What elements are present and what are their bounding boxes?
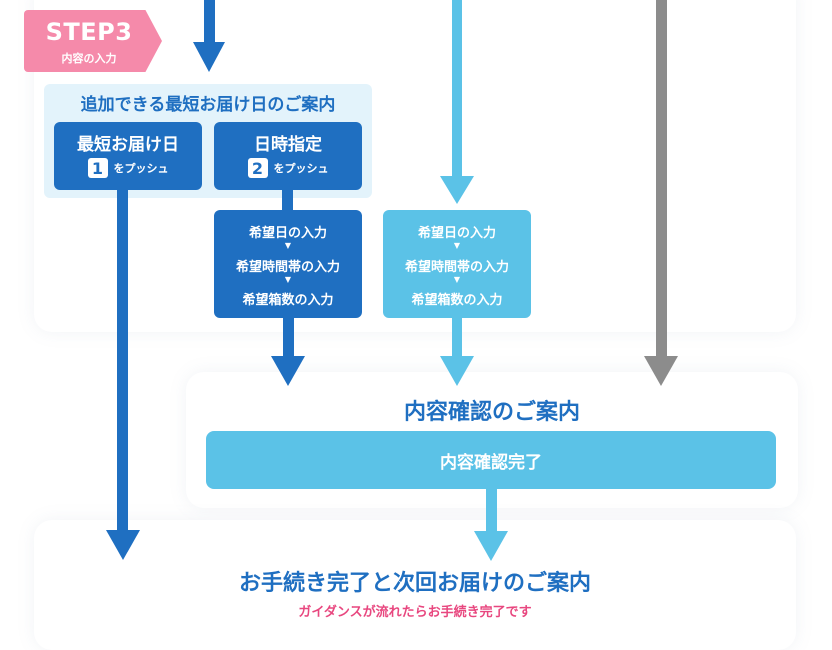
- confirm-bar: 内容確認完了: [206, 431, 776, 489]
- flow-light-sep1: ▼: [453, 241, 461, 250]
- final-panel: [34, 520, 796, 650]
- option-shortest-delivery: 最短お届け日 1 をプッシュ: [54, 122, 202, 190]
- flow-dark-line2: 希望時間帯の入力: [235, 260, 340, 275]
- flow-dark-sep1: ▼: [284, 241, 292, 250]
- step-sublabel: 内容の入力: [61, 52, 117, 65]
- flow-dark-line1: 希望日の入力: [248, 226, 327, 241]
- arrow-light-flow-head: [440, 356, 474, 386]
- flow-box-dark: 希望日の入力 ▼ 希望時間帯の入力 ▼ 希望箱数の入力: [214, 210, 362, 318]
- final-note: ガイダンスが流れたらお手続き完了です: [298, 605, 532, 620]
- arrow-left-long-head: [106, 530, 140, 560]
- step-badge-shape: [24, 10, 162, 72]
- option1-title: 最短お届け日: [77, 135, 179, 155]
- arrow-lightblue-top-shaft: [452, 0, 462, 176]
- step-badge: STEP3 内容の入力: [24, 10, 162, 72]
- arrow-lightblue-top-head: [440, 176, 474, 204]
- arrow-confirm-shaft: [486, 489, 497, 531]
- arrow-gray-head: [644, 356, 678, 386]
- arrow-dark-flow-head: [271, 356, 305, 386]
- arrow-confirm-head: [474, 531, 508, 561]
- flow-box-light: 希望日の入力 ▼ 希望時間帯の入力 ▼ 希望箱数の入力: [383, 210, 531, 318]
- arrow-gray-shaft: [656, 0, 667, 356]
- flow-light-line2: 希望時間帯の入力: [404, 260, 509, 275]
- arrow-light-flow-shaft: [452, 318, 462, 356]
- confirm-bar-label: 内容確認完了: [440, 452, 542, 473]
- connector-option2: [282, 190, 293, 212]
- option2-title: 日時指定: [254, 135, 322, 155]
- arrow-top-shaft: [204, 0, 215, 42]
- flow-dark-sep2: ▼: [284, 275, 292, 284]
- step-label: STEP3: [45, 18, 133, 46]
- key-2-icon: 2: [247, 158, 268, 178]
- flow-light-line3: 希望箱数の入力: [411, 293, 503, 308]
- option-date-time: 日時指定 2 をプッシュ: [214, 122, 362, 190]
- flow-dark-line3: 希望箱数の入力: [242, 293, 334, 308]
- flow-light-line1: 希望日の入力: [417, 226, 496, 241]
- arrow-dark-flow-shaft: [283, 318, 294, 356]
- final-heading: お手続き完了と次回お届けのご案内: [238, 571, 591, 596]
- options-box-title: 追加できる最短お届け日のご案内: [80, 95, 336, 115]
- confirm-heading: 内容確認のご案内: [403, 400, 580, 425]
- key-1-icon: 1: [87, 158, 108, 178]
- arrow-left-long-shaft: [117, 190, 128, 530]
- option2-push-label: をプッシュ: [273, 162, 329, 175]
- option1-push-label: をプッシュ: [113, 162, 169, 175]
- arrow-top-head: [193, 42, 225, 72]
- flow-light-sep2: ▼: [453, 275, 461, 284]
